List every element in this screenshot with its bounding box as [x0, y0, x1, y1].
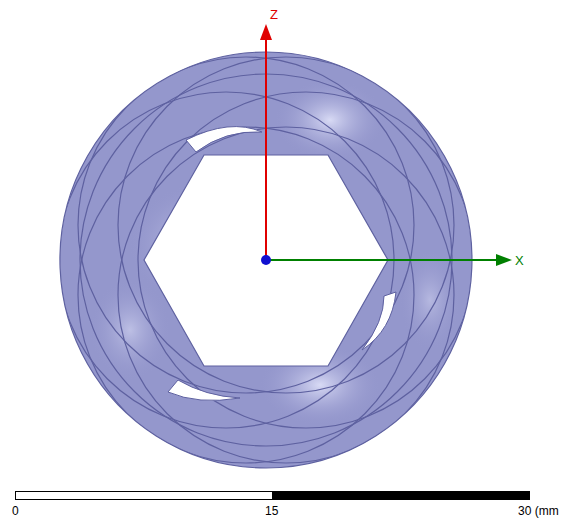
- scale-value: 30 (mm: [518, 505, 559, 517]
- scale-value: 15: [265, 505, 278, 517]
- coordinate-axes: [260, 24, 512, 266]
- scale-value: 0: [12, 505, 19, 517]
- scale-bar: [16, 491, 531, 500]
- axis-label: Z: [270, 8, 278, 21]
- axis-label: X: [515, 254, 524, 267]
